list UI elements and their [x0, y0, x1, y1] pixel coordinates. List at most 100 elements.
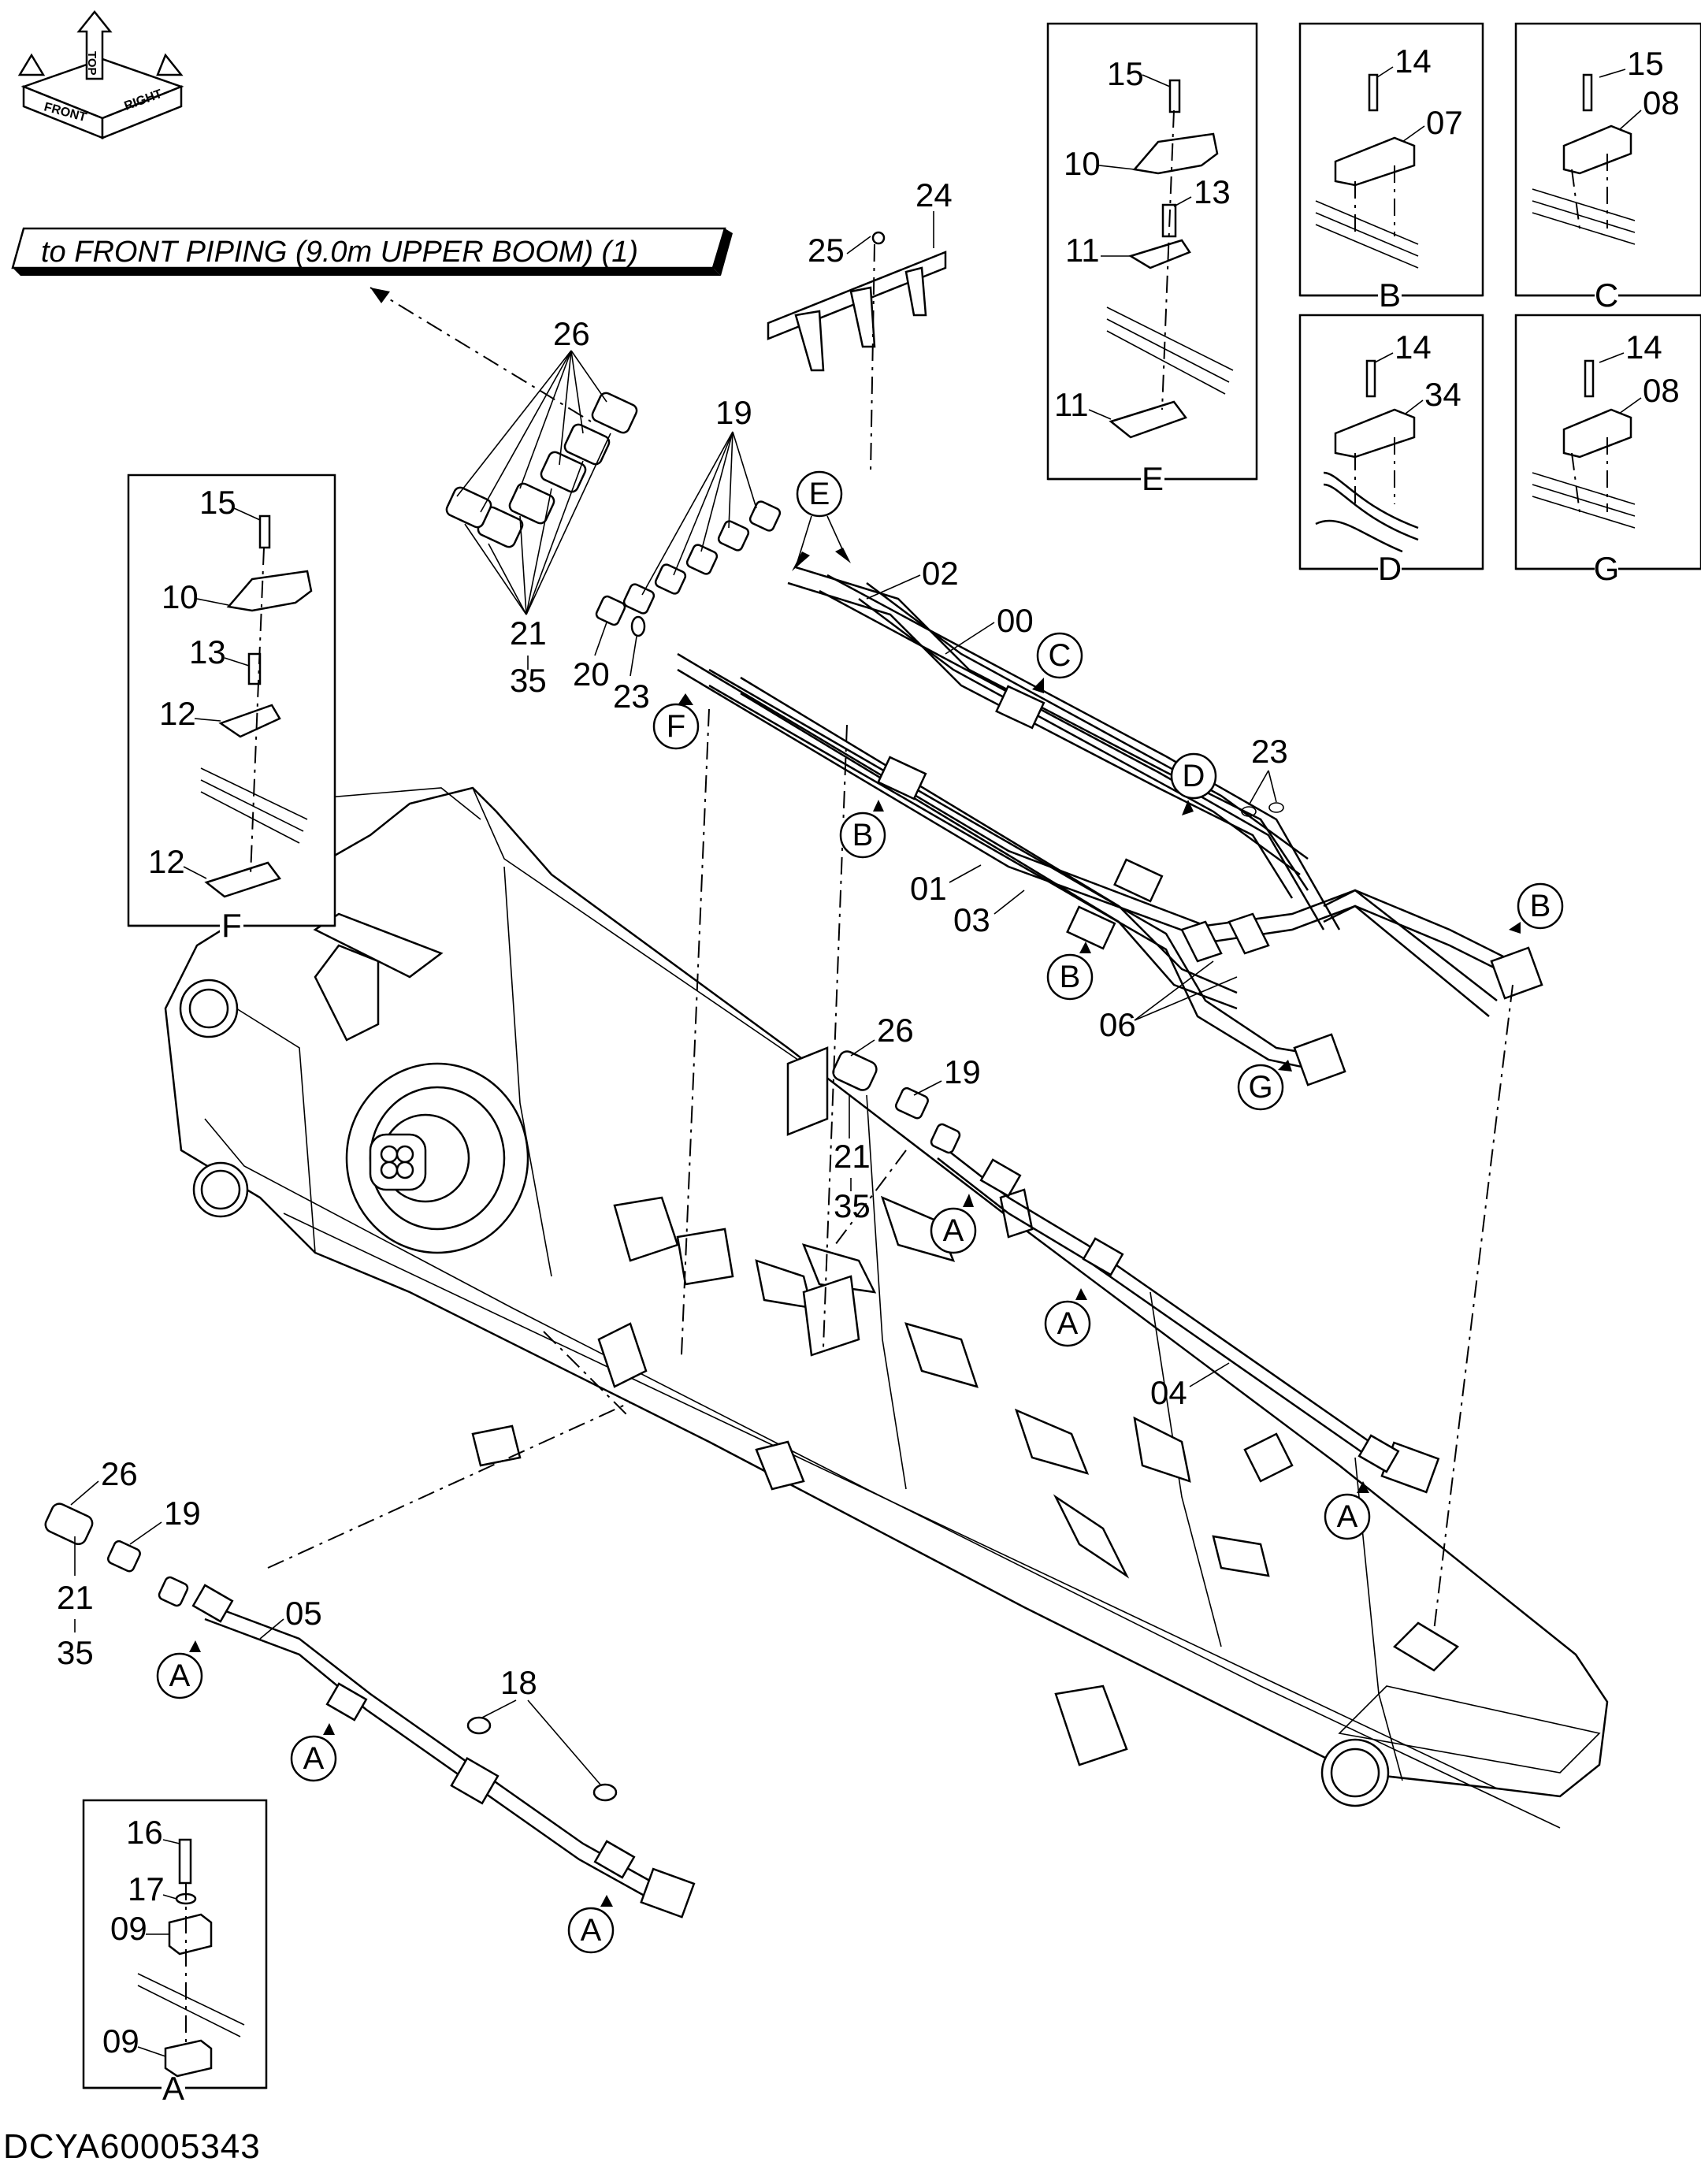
detail-box-G: G 14 08: [1514, 314, 1701, 587]
callout-25: 25: [808, 232, 845, 269]
callout-19-lower: 19: [164, 1495, 201, 1532]
detail-box-E: E 15 10 13 11 11: [1046, 22, 1258, 497]
svg-text:14: 14: [1395, 329, 1432, 366]
svg-text:G: G: [1248, 1070, 1272, 1105]
ref-circle-A4: A: [156, 1640, 203, 1699]
ref-circle-B1: B: [839, 800, 886, 859]
svg-text:11: 11: [1065, 232, 1100, 269]
svg-text:C: C: [1049, 638, 1071, 673]
svg-text:E: E: [809, 477, 830, 511]
ref-circle-E: E: [792, 470, 851, 571]
svg-text:09: 09: [110, 1910, 147, 1947]
ref-circle-B2: B: [1046, 942, 1094, 1001]
pipe-05-assembly: [44, 1502, 696, 1918]
callout-04: 04: [1150, 1374, 1187, 1411]
callout-26-upper: 26: [553, 315, 590, 352]
svg-text:A: A: [943, 1213, 964, 1248]
svg-text:A: A: [1337, 1499, 1358, 1534]
svg-text:12: 12: [148, 843, 185, 880]
detail-references: E F C D B B: [156, 470, 1564, 1954]
ref-circle-A2: A: [1044, 1288, 1091, 1347]
callout-20: 20: [573, 656, 610, 693]
banner-text: to FRONT PIPING (9.0m UPPER BOOM) (1): [41, 236, 638, 269]
svg-text:08: 08: [1643, 84, 1680, 121]
callout-labels: 26 19 21 35 20 23 24 25 02 00 01: [57, 176, 1288, 1785]
bracket-24: [767, 231, 947, 372]
callout-23-upper: 23: [613, 678, 650, 715]
svg-text:B: B: [1379, 277, 1401, 314]
svg-text:B: B: [1060, 960, 1081, 994]
callout-21-lower: 21: [57, 1579, 94, 1616]
svg-text:09: 09: [102, 2022, 139, 2060]
ref-circle-F: F: [652, 693, 700, 750]
ref-circle-D: D: [1170, 752, 1217, 815]
alignment-lines: [267, 243, 1513, 1632]
svg-text:A: A: [169, 1658, 191, 1693]
ref-circle-A6: A: [567, 1895, 615, 1954]
callout-05: 05: [285, 1595, 322, 1632]
svg-text:F: F: [667, 709, 685, 744]
svg-text:B: B: [852, 818, 874, 852]
svg-text:15: 15: [1627, 45, 1664, 82]
svg-text:13: 13: [1194, 173, 1231, 210]
svg-text:08: 08: [1643, 372, 1680, 409]
callout-23-lower: 23: [1251, 733, 1288, 770]
callout-35-lower: 35: [57, 1634, 94, 1671]
callout-00: 00: [997, 602, 1034, 639]
svg-text:16: 16: [126, 1814, 163, 1851]
fittings-upper-group: [445, 392, 782, 637]
svg-text:15: 15: [1107, 55, 1144, 92]
ref-circle-A1: A: [930, 1194, 977, 1254]
callout-01: 01: [910, 870, 947, 907]
svg-text:13: 13: [189, 633, 226, 670]
svg-text:12: 12: [159, 695, 196, 732]
callout-35-mid: 35: [834, 1187, 871, 1224]
ref-circle-A3: A: [1324, 1481, 1371, 1540]
svg-text:10: 10: [162, 578, 199, 615]
callout-02: 02: [922, 555, 959, 592]
pipe-assembly-upper: [677, 566, 1543, 1086]
svg-text:E: E: [1142, 460, 1164, 497]
detail-box-D: D 14 34: [1298, 314, 1484, 587]
svg-text:15: 15: [199, 484, 236, 521]
ref-circle-B3: B: [1509, 882, 1564, 934]
detail-box-F: F 15 10 13 12 12: [127, 474, 336, 944]
svg-text:D: D: [1183, 759, 1205, 793]
detail-box-B: B 14 07: [1298, 22, 1484, 314]
svg-text:B: B: [1530, 889, 1551, 923]
svg-text:A: A: [1057, 1306, 1079, 1341]
svg-text:D: D: [1378, 550, 1402, 587]
front-piping-banner: to FRONT PIPING (9.0m UPPER BOOM) (1): [11, 227, 733, 276]
callout-26-mid: 26: [877, 1012, 914, 1049]
svg-text:C: C: [1595, 277, 1618, 314]
callout-03: 03: [953, 901, 990, 938]
ref-circle-C: C: [1032, 632, 1083, 693]
pipe-04-assembly: [832, 1050, 1440, 1494]
svg-text:A: A: [303, 1741, 325, 1776]
orientation-compass-icon: FRONT TOP RIGHT: [17, 9, 184, 139]
svg-text:14: 14: [1395, 43, 1432, 80]
ref-circle-A5: A: [290, 1723, 337, 1782]
detail-box-C: C 15 08: [1514, 22, 1701, 314]
callout-24: 24: [915, 176, 953, 214]
boom-structure: [164, 786, 1609, 1829]
callout-18: 18: [500, 1664, 537, 1701]
callout-06: 06: [1099, 1006, 1136, 1043]
svg-text:34: 34: [1424, 376, 1461, 413]
banner-arrow-icon: [370, 288, 390, 303]
callout-21-upper: 21: [510, 615, 547, 652]
callout-19-upper: 19: [715, 394, 752, 431]
callout-35-upper: 35: [510, 662, 547, 699]
callout-21-mid: 21: [834, 1138, 871, 1175]
svg-text:14: 14: [1625, 329, 1662, 366]
document-id: DCYA60005343: [3, 2127, 261, 2166]
svg-text:10: 10: [1064, 145, 1101, 182]
callout-26-lower: 26: [101, 1455, 138, 1492]
ref-circle-G: G: [1237, 1060, 1292, 1111]
svg-text:G: G: [1594, 550, 1620, 587]
svg-text:F: F: [221, 907, 242, 944]
banner-leader: [370, 287, 592, 422]
svg-text:07: 07: [1426, 104, 1463, 141]
svg-text:11: 11: [1054, 386, 1089, 423]
